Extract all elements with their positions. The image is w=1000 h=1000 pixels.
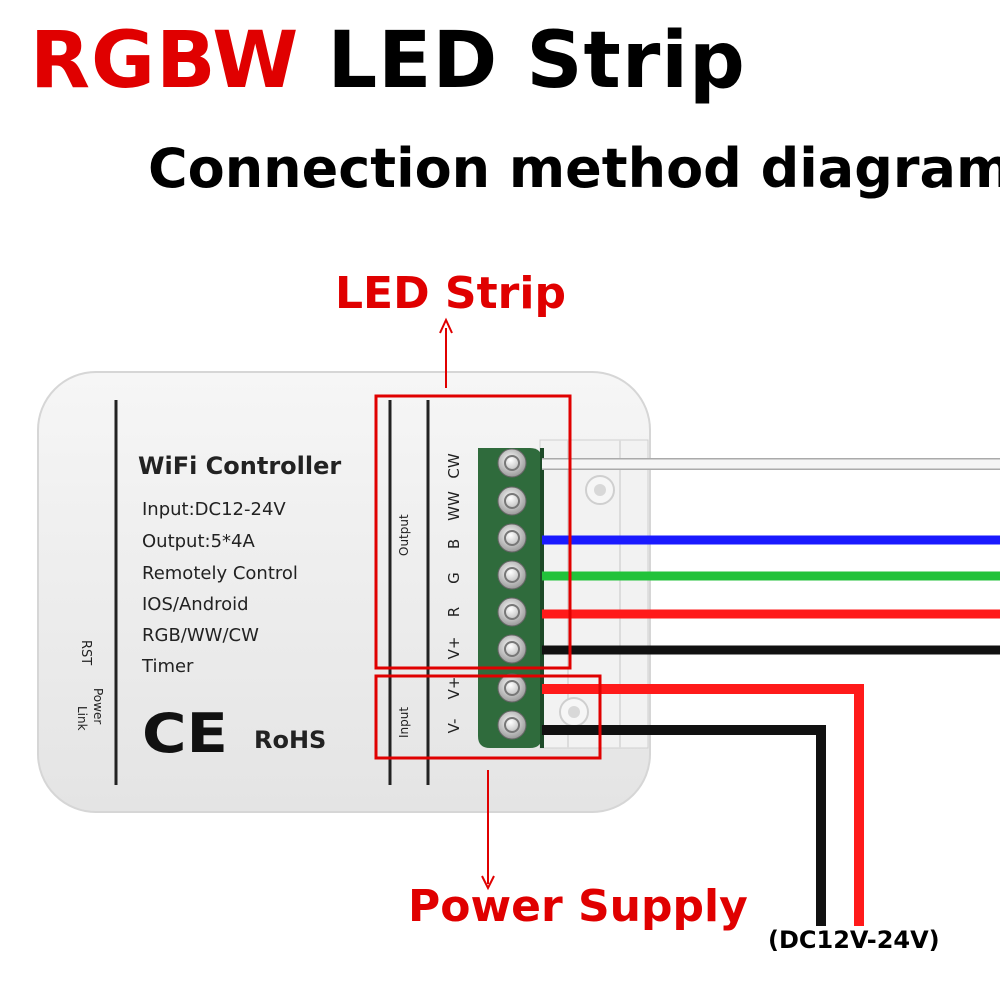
arrow-up-icon xyxy=(439,317,453,334)
spec-line: Remotely Control xyxy=(142,563,298,584)
screw-icon xyxy=(497,448,527,478)
terminal-label-g: G xyxy=(445,572,463,584)
spec-line: IOS/Android xyxy=(142,594,249,615)
terminal-label-vminus-in: V- xyxy=(445,719,463,734)
ce-mark: CE xyxy=(142,702,228,765)
screw-icon xyxy=(497,673,527,703)
terminal-label-vplus-out: V+ xyxy=(445,637,463,660)
input-group-label: Input xyxy=(397,707,411,738)
link-label: Link xyxy=(75,706,89,731)
terminal-label-b: B xyxy=(445,539,463,549)
screw-icon xyxy=(497,486,527,516)
spec-line: RGB/WW/CW xyxy=(142,625,259,646)
screw-icon xyxy=(497,634,527,664)
led-strip-label: LED Strip xyxy=(335,268,566,319)
terminal-label-ww: WW xyxy=(445,491,463,521)
output-group-label: Output xyxy=(397,514,411,556)
subtitle: Connection method diagram xyxy=(148,137,1000,200)
spec-line: Output:5*4A xyxy=(142,531,255,552)
rst-label: RST xyxy=(78,640,93,665)
wire-input-vminus xyxy=(542,725,826,926)
terminal-label-vplus-in: V+ xyxy=(445,677,463,700)
wire-input-vplus xyxy=(542,684,864,926)
screw-icon xyxy=(497,560,527,590)
spec-line: Timer xyxy=(141,656,194,677)
screw-icon xyxy=(497,523,527,553)
screw-icon xyxy=(497,710,527,740)
main-title: RGBW LED Strip xyxy=(30,22,746,100)
terminal-label-r: R xyxy=(445,607,463,617)
terminal-label-cw: CW xyxy=(445,453,463,478)
title-rgbw: RGBW xyxy=(30,16,300,106)
screw-icon xyxy=(497,597,527,627)
output-wires xyxy=(542,458,1000,655)
output-highlight-box xyxy=(374,394,572,670)
title-led-strip: LED Strip xyxy=(327,16,746,106)
power-label: Power xyxy=(91,688,105,724)
arrow-down-icon xyxy=(481,875,495,891)
input-wires xyxy=(542,684,864,926)
power-supply-label: Power Supply xyxy=(408,881,748,932)
input-highlight-box xyxy=(374,674,602,760)
voltage-label: (DC12V-24V) xyxy=(768,926,940,954)
rohs-mark: RoHS xyxy=(254,726,326,754)
spec-line: Input:DC12-24V xyxy=(142,499,286,520)
controller-name: WiFi Controller xyxy=(138,452,341,480)
terminal-screws xyxy=(497,448,527,740)
